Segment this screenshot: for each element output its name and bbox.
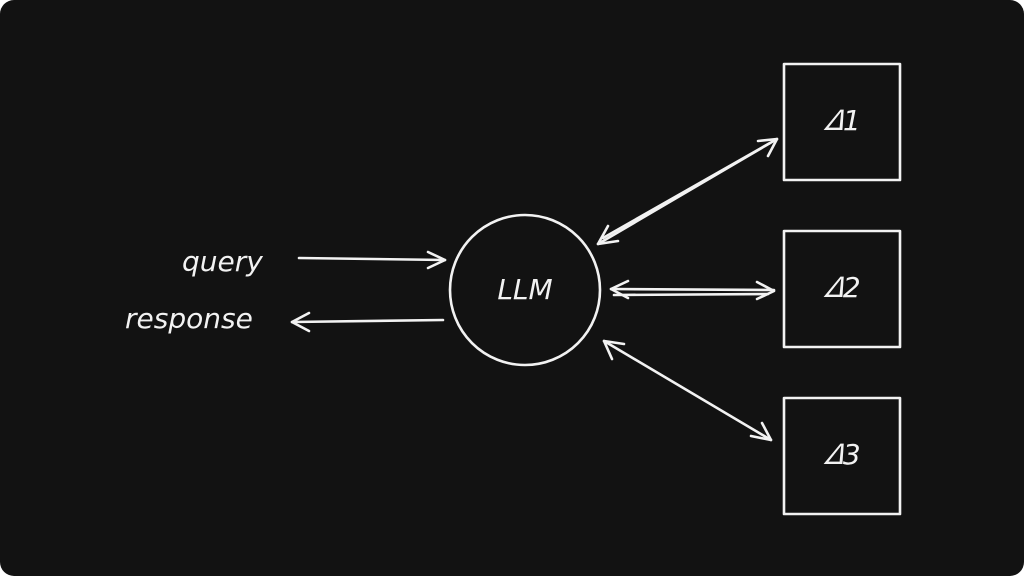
llm-tool1-arrow xyxy=(596,137,779,246)
response-label: response xyxy=(125,302,253,335)
query-arrow xyxy=(297,250,447,270)
tool-2-label: 𝛥2 xyxy=(823,271,861,304)
tool-3-label: 𝛥3 xyxy=(823,438,861,471)
tool-box-3 xyxy=(782,396,902,516)
tool-1-label: 𝛥1 xyxy=(823,104,861,137)
llm-tool2-arrow xyxy=(609,279,776,301)
response-arrow xyxy=(290,311,445,333)
tool-box-1 xyxy=(782,62,902,182)
tool-box-2 xyxy=(782,229,902,349)
query-label: query xyxy=(182,245,263,278)
llm-tool3-arrow xyxy=(602,339,773,442)
llm-label: LLM xyxy=(497,273,553,306)
llm-node-circle xyxy=(448,213,602,367)
